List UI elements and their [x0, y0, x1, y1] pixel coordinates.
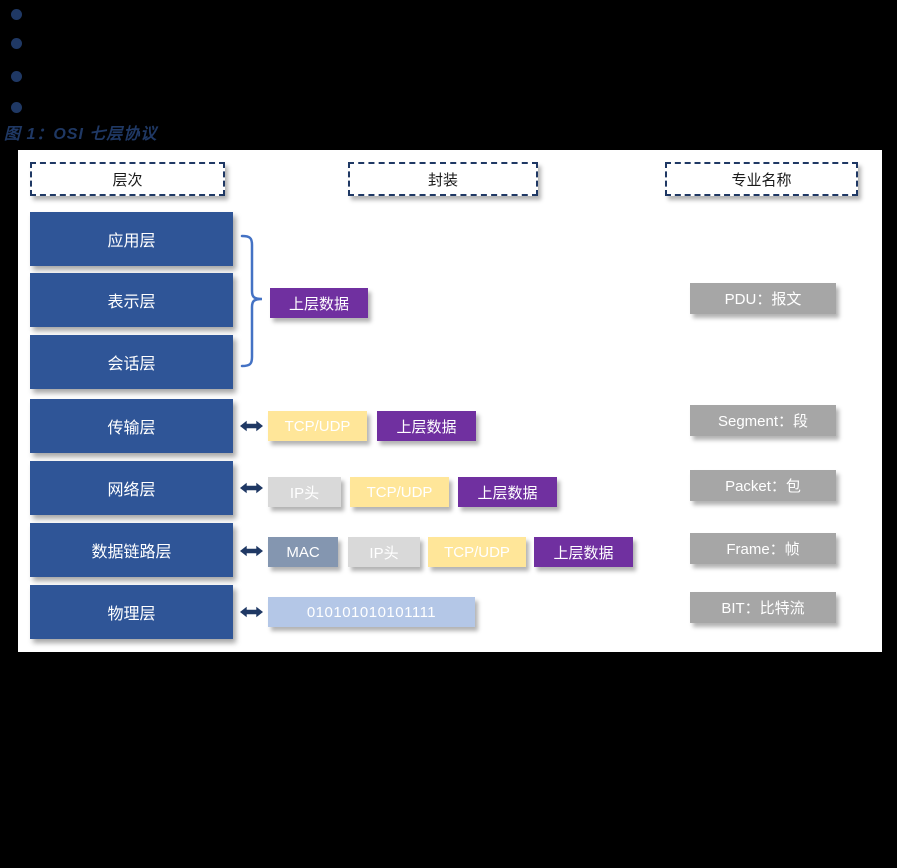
segment-ip-header: IP头	[268, 477, 341, 507]
pdu-name-box: Packet：包	[690, 470, 836, 501]
bullet-dot	[11, 38, 22, 49]
segment-tcp-udp: TCP/UDP	[428, 537, 526, 567]
figure-title: 图 1：OSI 七层协议	[4, 126, 158, 143]
layer-box-physical: 物理层	[30, 585, 233, 639]
bullet-dot	[11, 102, 22, 113]
segment-upper-data: 上层数据	[377, 411, 476, 441]
segment-ip-header: IP头	[348, 537, 420, 567]
segment-mac: MAC	[268, 537, 338, 567]
double-arrow-icon	[240, 606, 263, 618]
pdu-name-box: BIT：比特流	[690, 592, 836, 623]
bullet-dot	[11, 71, 22, 82]
column-header-layers: 层次	[30, 162, 225, 196]
pdu-name-box: PDU：报文	[690, 283, 836, 314]
double-arrow-icon	[240, 482, 263, 494]
layer-box-transport: 传输层	[30, 399, 233, 453]
layer-box-datalink: 数据链路层	[30, 523, 233, 577]
segment-tcp-udp: TCP/UDP	[350, 477, 449, 507]
double-arrow-icon	[240, 420, 263, 432]
pdu-name-box: Segment：段	[690, 405, 836, 436]
segment-upper-data: 上层数据	[534, 537, 633, 567]
segment-tcp-udp: TCP/UDP	[268, 411, 367, 441]
segment-upper-data: 上层数据	[270, 288, 368, 318]
segment-bitstream: 010101010101111	[268, 597, 475, 627]
layer-box-network: 网络层	[30, 461, 233, 515]
double-arrow-icon	[240, 545, 263, 557]
bullet-dot	[11, 9, 22, 20]
layer-box-session: 会话层	[30, 335, 233, 389]
group-brace-bracket	[240, 234, 263, 368]
pdu-name-box: Frame：帧	[690, 533, 836, 564]
diagram-panel: 层次 封装 专业名称 应用层 表示层 会话层 传输层 网络层 数据链路层 物理层…	[18, 150, 882, 652]
layer-box-presentation: 表示层	[30, 273, 233, 327]
column-header-names: 专业名称	[665, 162, 858, 196]
layer-box-application: 应用层	[30, 212, 233, 266]
segment-upper-data: 上层数据	[458, 477, 557, 507]
column-header-encapsulation: 封装	[348, 162, 538, 196]
